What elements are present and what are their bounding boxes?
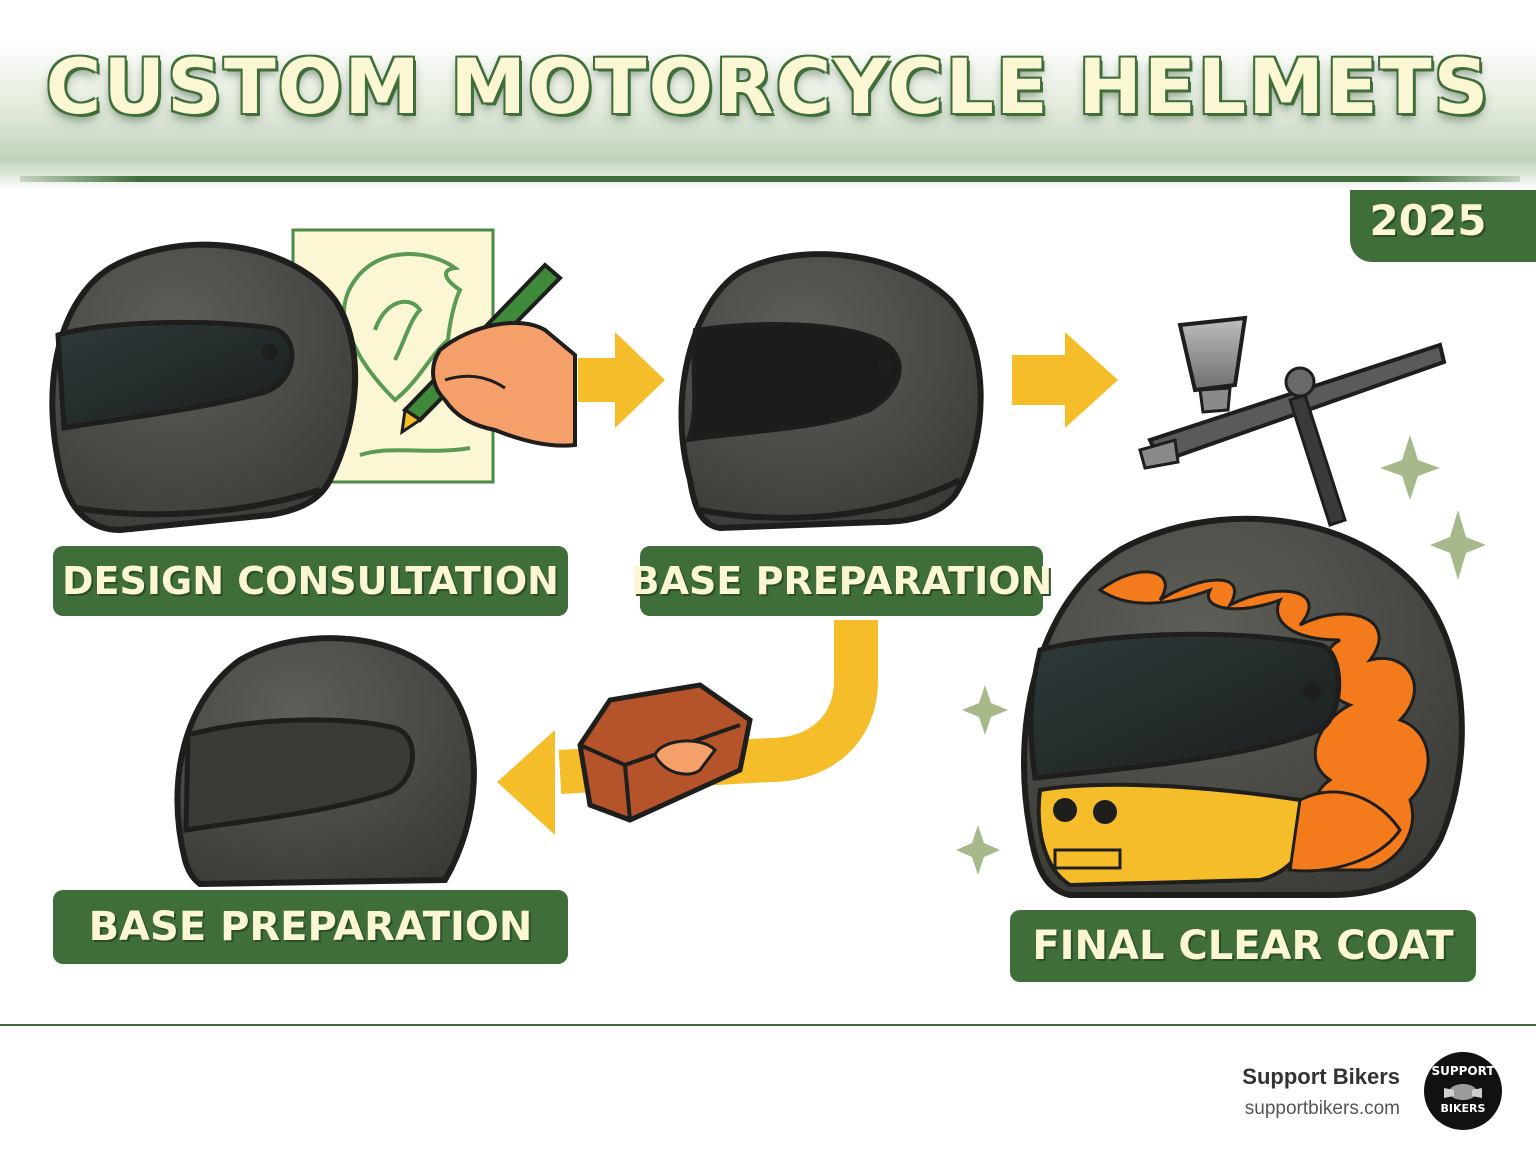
brand-name: Support Bikers [1242,1064,1400,1089]
helmet-icon [49,241,359,534]
arrow-curved-icon [497,620,878,835]
airbrush-icon [1138,315,1447,527]
helmet-icon [678,251,984,532]
logo-top-text: SUPPORT [1431,1064,1495,1078]
hand-icon [431,321,577,448]
step-label-design-consultation: DESIGN CONSULTATION [53,546,568,616]
step-label-base-preparation: BASE PREPARATION [631,546,1052,616]
title-underline [20,176,1520,182]
sparkle-icon [956,435,1486,875]
step-label-base-preparation-2: BASE PREPARATION [53,890,568,964]
arrow-right-icon [578,332,665,428]
logo-bottom-text: BIKERS [1440,1102,1486,1115]
helmet-icon [174,635,477,888]
page-title: CUSTOM MOTORCYCLE HELMETS [45,42,1491,131]
arrow-right-icon [1012,332,1118,428]
step-label-final-clear-coat: FINAL CLEAR COAT [1010,910,1476,982]
engine-icon [1444,1084,1482,1100]
year-tab [1350,190,1536,262]
motorcycle-logo: SUPPORT BIKERS [1424,1052,1502,1130]
sanding-block-icon [577,682,753,823]
year-label: 2025 [1369,196,1487,245]
footer-divider [0,1024,1536,1026]
title-band [0,40,1536,190]
brand-url[interactable]: supportbikers.com [1244,1098,1400,1119]
skull-flame-helmet-icon [1021,515,1465,898]
